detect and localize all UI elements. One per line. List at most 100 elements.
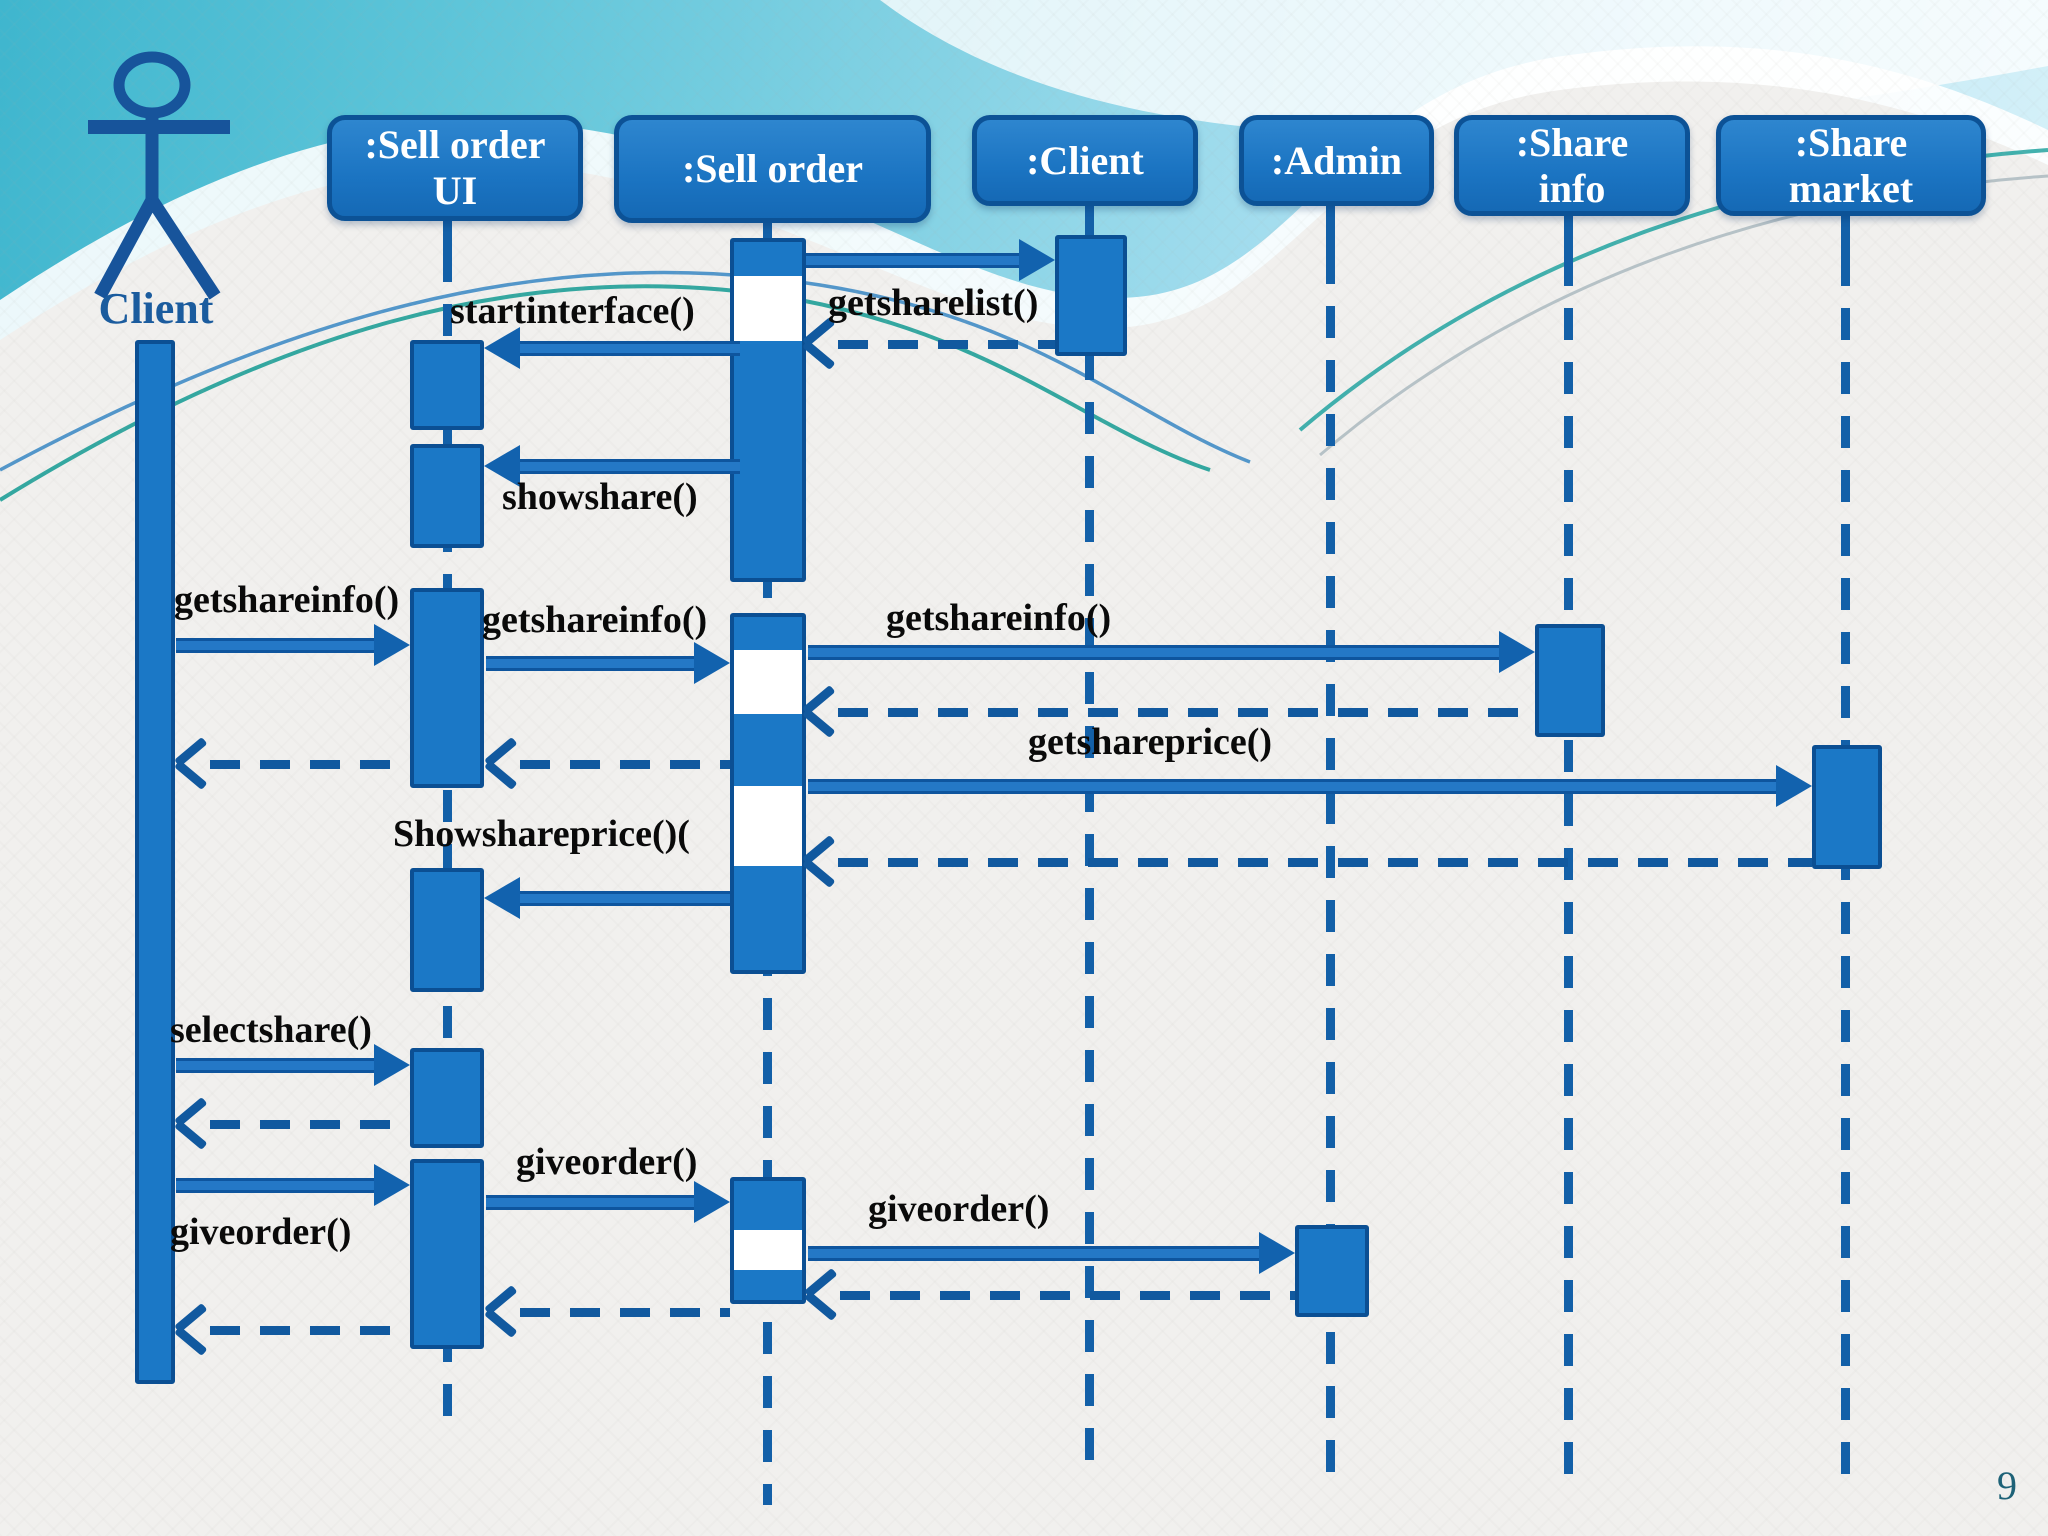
arrowhead-left-icon [484,877,520,919]
activation-ui-getshareinfo [410,588,484,788]
arrow-selectshare [176,1058,374,1073]
arrowhead-right-icon [374,1044,410,1086]
lifeline-stub-client [1085,204,1094,240]
participant-sell-order-ui: :Sell order UI [327,115,583,221]
arrowhead-right-icon [1259,1232,1295,1274]
message-label-showshareprice: Showshareprice()( [393,813,690,855]
lifeline-stub-share-info [1564,214,1573,256]
activation-sell-order-3 [730,1177,806,1304]
participant-label: :Sell order [364,122,546,167]
message-label-getshareinfo-3: getshareinfo() [886,597,1112,639]
activation-admin-giveorder [1295,1225,1369,1317]
activation-client-getsharelist [1055,235,1127,356]
arrowhead-right-icon [1019,239,1055,281]
arrowhead-right-icon [694,1181,730,1223]
return-arrowhead-icon [804,1267,842,1322]
message-label-getshareprice: getshareprice() [1028,721,1273,763]
arrow-getshareprice [808,779,1776,794]
participant-label: :Share [1794,119,1908,165]
message-label-getshareinfo-2: getshareinfo() [482,599,708,641]
arrow-getsharelist [806,253,1019,268]
participant-label: market [1788,165,1914,211]
activation-ui-giveorder [410,1159,484,1349]
activation-white-segment [734,650,802,714]
arrowhead-right-icon [1499,631,1535,673]
arrowhead-right-icon [374,1164,410,1206]
arrowhead-left-icon [484,327,520,369]
return-arrow-admin-to-sellorder [840,1291,1295,1300]
return-arrow-shareinfo-to-sellorder [838,708,1535,717]
return-arrow-sharemarket-to-sellorder [838,858,1812,867]
return-arrowhead-icon [484,1284,522,1339]
activation-share-market [1812,745,1882,869]
participant-share-market: :Share market [1716,115,1986,216]
return-arrow-ui-to-actor [210,760,410,769]
participant-sell-order: :Sell order [614,115,931,223]
participant-share-info: :Share info [1454,115,1690,216]
activation-sell-order-2 [730,613,806,974]
arrow-getshareinfo-client-to-ui [176,638,374,653]
activation-white-segment [734,786,802,866]
arrow-startinterface [520,341,740,356]
lifeline-share-info [1564,254,1573,1485]
activation-ui-showshareprice [410,868,484,992]
arrow-giveorder-sellorder-to-admin [808,1246,1259,1261]
lifeline-admin [1326,252,1335,1489]
participant-label: info [1538,165,1606,211]
activation-ui-showshare [410,444,484,548]
return-arrowhead-icon [802,834,840,889]
actor-label: Client [98,284,214,333]
message-label-getsharelist: getsharelist() [828,282,1039,324]
message-label-getshareinfo-1: getshareinfo() [174,579,400,621]
arrow-giveorder-ui-to-sellorder [486,1195,694,1210]
return-arrow-client-to-sellorder [838,340,1055,349]
message-label-giveorder-3: giveorder() [170,1211,352,1253]
return-arrowhead-icon [174,736,212,791]
lifeline-client [1085,240,1094,1466]
participant-label: :Admin [1270,137,1403,183]
arrow-getshareinfo-ui-to-sellorder [486,656,694,671]
lifeline-stub-admin [1326,204,1335,254]
activation-sell-order-1 [730,238,806,582]
return-arrowhead-icon [174,1302,212,1357]
arrowhead-right-icon [374,624,410,666]
participant-admin: :Admin [1239,115,1434,206]
participant-label: :Share [1515,119,1629,165]
arrow-showshareprice [520,891,730,906]
actor-stick-figure-icon [88,51,230,300]
participant-client: :Client [972,115,1198,206]
participant-label: :Client [1026,137,1144,183]
lifeline-stub-share-market [1841,214,1850,256]
message-label-showshare: showshare() [502,476,698,518]
activation-white-segment [734,1230,802,1270]
message-label-giveorder-2: giveorder() [868,1188,1050,1230]
lifeline-stub-sell-order [763,221,772,245]
lifeline-stub-sell-order-ui [443,219,452,253]
return-arrow-selectshare [210,1120,410,1129]
activation-ui-selectshare [410,1048,484,1148]
activation-ui-startinterface [410,340,484,430]
return-arrow-sellorder-to-ui-2 [520,1308,730,1317]
arrow-giveorder-client-to-ui [176,1178,374,1193]
lifeline-sell-order-ui [443,250,452,1425]
activation-share-info [1535,624,1605,737]
arrowhead-left-icon [484,445,520,487]
activation-actor-client [135,340,175,1384]
participant-label: UI [432,168,478,213]
arrowhead-right-icon [694,642,730,684]
activation-white-segment [734,276,802,341]
participant-label: :Sell order [681,146,864,191]
return-arrow-sellorder-to-ui [520,760,730,769]
return-arrowhead-icon [802,684,840,739]
return-arrowhead-icon [484,736,522,791]
arrowhead-right-icon [1776,765,1812,807]
arrow-getshareinfo-sellorder-to-shareinfo [808,645,1499,660]
message-label-startinterface: startinterface() [450,290,695,332]
return-arrow-ui-to-actor-2 [210,1326,405,1335]
message-label-selectshare: selectshare() [170,1009,372,1051]
return-arrowhead-icon [802,316,840,371]
return-arrowhead-icon [174,1096,212,1151]
message-label-giveorder-1: giveorder() [516,1141,698,1183]
page-number: 9 [1997,1463,2017,1508]
